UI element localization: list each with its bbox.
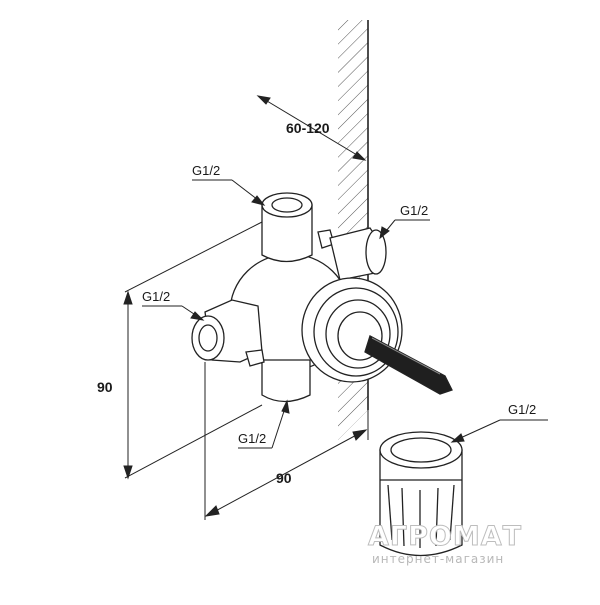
adapter-label: G1/2 [508,402,536,417]
width-dimension-label: 90 [276,470,292,486]
watermark-brand: АГРОМАТ [368,521,522,552]
bottom-outlet-label: G1/2 [238,431,266,446]
right-inlet-label: G1/2 [400,203,428,218]
leader-lines [142,179,548,449]
adapter-fitting [379,431,463,557]
watermark-tagline: интернет-магазин [372,552,504,566]
top-inlet-label: G1/2 [192,163,220,178]
mixer-valve-body [191,192,453,403]
depth-dimension: 60-120 [256,95,367,161]
watermark: АГРОМАТ интернет-магазин [368,521,522,567]
left-inlet-label: G1/2 [142,289,170,304]
depth-dimension-label: 60-120 [286,120,330,136]
height-dimension-label: 90 [97,379,113,395]
dimension-lines [123,221,369,520]
